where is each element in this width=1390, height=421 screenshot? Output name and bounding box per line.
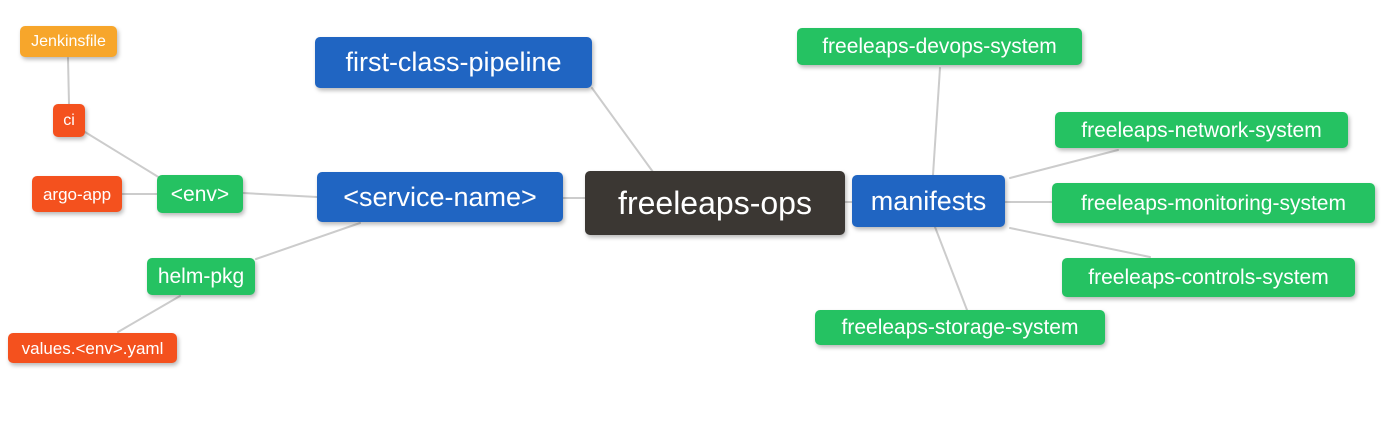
node-freeleaps-network-system-label: freeleaps-network-system (1081, 118, 1322, 142)
node-freeleaps-controls-system-label: freeleaps-controls-system (1088, 266, 1329, 289)
node-env[interactable]: <env> (157, 175, 243, 213)
edge-helm-pkg-service-name (255, 222, 361, 260)
edge-pipeline-root (591, 87, 654, 173)
edge-jenkinsfile-ci (67, 57, 70, 105)
node-freeleaps-storage-system[interactable]: freeleaps-storage-system (815, 310, 1105, 345)
edge-manifests-storage (934, 226, 968, 311)
node-env-label: <env> (170, 182, 230, 206)
node-freeleaps-monitoring-system-label: freeleaps-monitoring-system (1081, 191, 1346, 215)
node-argo-app[interactable]: argo-app (32, 176, 122, 212)
node-freeleaps-devops-system-label: freeleaps-devops-system (822, 35, 1057, 58)
node-freeleaps-network-system[interactable]: freeleaps-network-system (1055, 112, 1348, 148)
node-manifests-label: manifests (870, 185, 987, 216)
node-helm-pkg[interactable]: helm-pkg (147, 258, 255, 295)
edge-manifests-controls (1009, 227, 1151, 258)
node-first-class-pipeline[interactable]: first-class-pipeline (315, 37, 592, 88)
node-helm-pkg-label: helm-pkg (157, 265, 245, 288)
node-argo-app-label: argo-app (42, 184, 112, 204)
node-freeleaps-storage-system-label: freeleaps-storage-system (841, 316, 1079, 339)
edge-values-helm-pkg (117, 295, 181, 333)
node-ci-label: ci (63, 111, 75, 129)
edge-ci-env (84, 131, 161, 179)
node-jenkinsfile[interactable]: Jenkinsfile (20, 26, 117, 57)
edge-manifests-devops (932, 67, 941, 176)
node-service-name-label: <service-name> (343, 181, 537, 212)
node-ci[interactable]: ci (53, 104, 85, 137)
edge-manifests-network (1009, 149, 1119, 179)
node-root-freeleaps-ops-label: freeleaps-ops (618, 185, 812, 221)
edge-env-service-name (242, 192, 318, 198)
node-jenkinsfile-label: Jenkinsfile (31, 32, 106, 50)
node-service-name[interactable]: <service-name> (317, 172, 563, 222)
node-freeleaps-devops-system[interactable]: freeleaps-devops-system (797, 28, 1082, 65)
node-freeleaps-monitoring-system[interactable]: freeleaps-monitoring-system (1052, 183, 1375, 223)
node-root-freeleaps-ops[interactable]: freeleaps-ops (585, 171, 845, 235)
node-first-class-pipeline-label: first-class-pipeline (345, 47, 562, 77)
node-values-env-yaml[interactable]: values.<env>.yaml (8, 333, 177, 363)
node-values-env-yaml-label: values.<env>.yaml (21, 338, 164, 358)
node-freeleaps-controls-system[interactable]: freeleaps-controls-system (1062, 258, 1355, 297)
node-manifests[interactable]: manifests (852, 175, 1005, 227)
